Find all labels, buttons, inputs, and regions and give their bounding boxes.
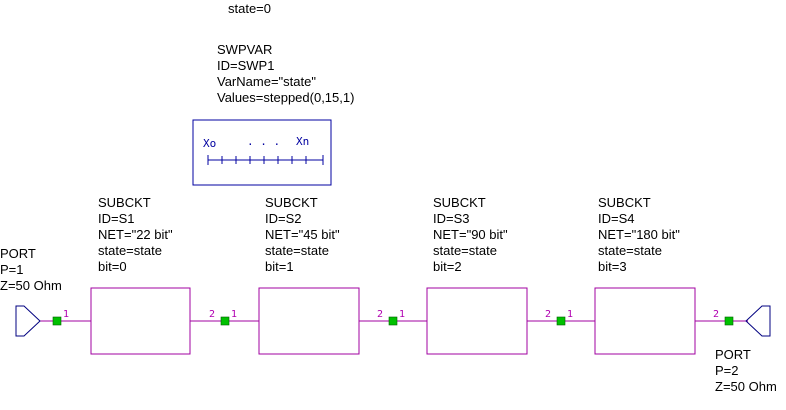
subckt-s1-label[interactable]: SUBCKT ID=S1 NET="22 bit" state=state bi… xyxy=(98,195,173,275)
subckt-line: NET="90 bit" xyxy=(433,227,508,242)
variable-state: state=0 xyxy=(228,1,272,16)
pin-number: 2 xyxy=(713,309,719,320)
subckt-line: bit=3 xyxy=(598,259,627,274)
pin-number: 2 xyxy=(545,309,551,320)
port-out-label[interactable]: PORT P=2 Z=50 Ohm xyxy=(715,347,777,395)
pin-number: 1 xyxy=(63,309,69,320)
swpvar-scale xyxy=(207,155,324,165)
subckt-line: bit=1 xyxy=(265,259,294,274)
port-out-symbol[interactable] xyxy=(745,305,771,337)
subckt-line: SUBCKT xyxy=(265,195,318,210)
subckt-line: state=state xyxy=(265,243,329,258)
node-s2-s3[interactable] xyxy=(388,316,398,326)
node-port-in[interactable] xyxy=(52,316,62,326)
subckt-s1-box[interactable] xyxy=(90,287,191,355)
port-in-label[interactable]: PORT P=1 Z=50 Ohm xyxy=(0,246,62,294)
swpvar-block[interactable]: Xo . . . Xn xyxy=(192,119,332,186)
swpvar-border xyxy=(192,119,332,186)
subckt-line: ID=S4 xyxy=(598,211,635,226)
swpvar-xn-label: Xn xyxy=(296,135,309,148)
port-in-line: PORT xyxy=(0,246,36,261)
subckt-s4-label[interactable]: SUBCKT ID=S4 NET="180 bit" state=state b… xyxy=(598,195,680,275)
subckt-line: state=state xyxy=(598,243,662,258)
port-out-line: PORT xyxy=(715,347,751,362)
swpvar-line: Values=stepped(0,15,1) xyxy=(217,90,355,105)
subckt-line: SUBCKT xyxy=(98,195,151,210)
swpvar-dots: . . . xyxy=(247,135,280,148)
node-s1-s2[interactable] xyxy=(220,316,230,326)
port-in-symbol[interactable] xyxy=(15,305,41,337)
pin-number: 2 xyxy=(377,309,383,320)
port-out-line: P=2 xyxy=(715,363,739,378)
port-out-line: Z=50 Ohm xyxy=(715,379,777,394)
pin-number: 1 xyxy=(231,309,237,320)
node-s3-s4[interactable] xyxy=(556,316,566,326)
subckt-line: NET="180 bit" xyxy=(598,227,680,242)
subckt-s4-box[interactable] xyxy=(594,287,696,355)
subckt-line: NET="22 bit" xyxy=(98,227,173,242)
subckt-line: ID=S3 xyxy=(433,211,470,226)
swpvar-line: VarName="state" xyxy=(217,74,316,89)
subckt-line: ID=S1 xyxy=(98,211,135,226)
subckt-line: ID=S2 xyxy=(265,211,302,226)
swpvar-xo-label: Xo xyxy=(203,137,216,150)
subckt-line: NET="45 bit" xyxy=(265,227,340,242)
pin-number: 1 xyxy=(567,309,573,320)
subckt-line: state=state xyxy=(98,243,162,258)
subckt-line: SUBCKT xyxy=(433,195,486,210)
subckt-s2-box[interactable] xyxy=(258,287,360,355)
subckt-s2-label[interactable]: SUBCKT ID=S2 NET="45 bit" state=state bi… xyxy=(265,195,340,275)
subckt-line: state=state xyxy=(433,243,497,258)
node-port-out[interactable] xyxy=(724,316,734,326)
subckt-line: bit=0 xyxy=(98,259,127,274)
subckt-s3-box[interactable] xyxy=(426,287,528,355)
swpvar-line: SWPVAR xyxy=(217,42,273,57)
swpvar-label[interactable]: SWPVAR ID=SWP1 VarName="state" Values=st… xyxy=(217,42,354,106)
port-in-line: Z=50 Ohm xyxy=(0,278,62,293)
port-in-line: P=1 xyxy=(0,262,24,277)
subckt-line: bit=2 xyxy=(433,259,462,274)
pin-number: 2 xyxy=(209,309,215,320)
swpvar-line: ID=SWP1 xyxy=(217,58,275,73)
pin-number: 1 xyxy=(399,309,405,320)
subckt-line: SUBCKT xyxy=(598,195,651,210)
subckt-s3-label[interactable]: SUBCKT ID=S3 NET="90 bit" state=state bi… xyxy=(433,195,508,275)
